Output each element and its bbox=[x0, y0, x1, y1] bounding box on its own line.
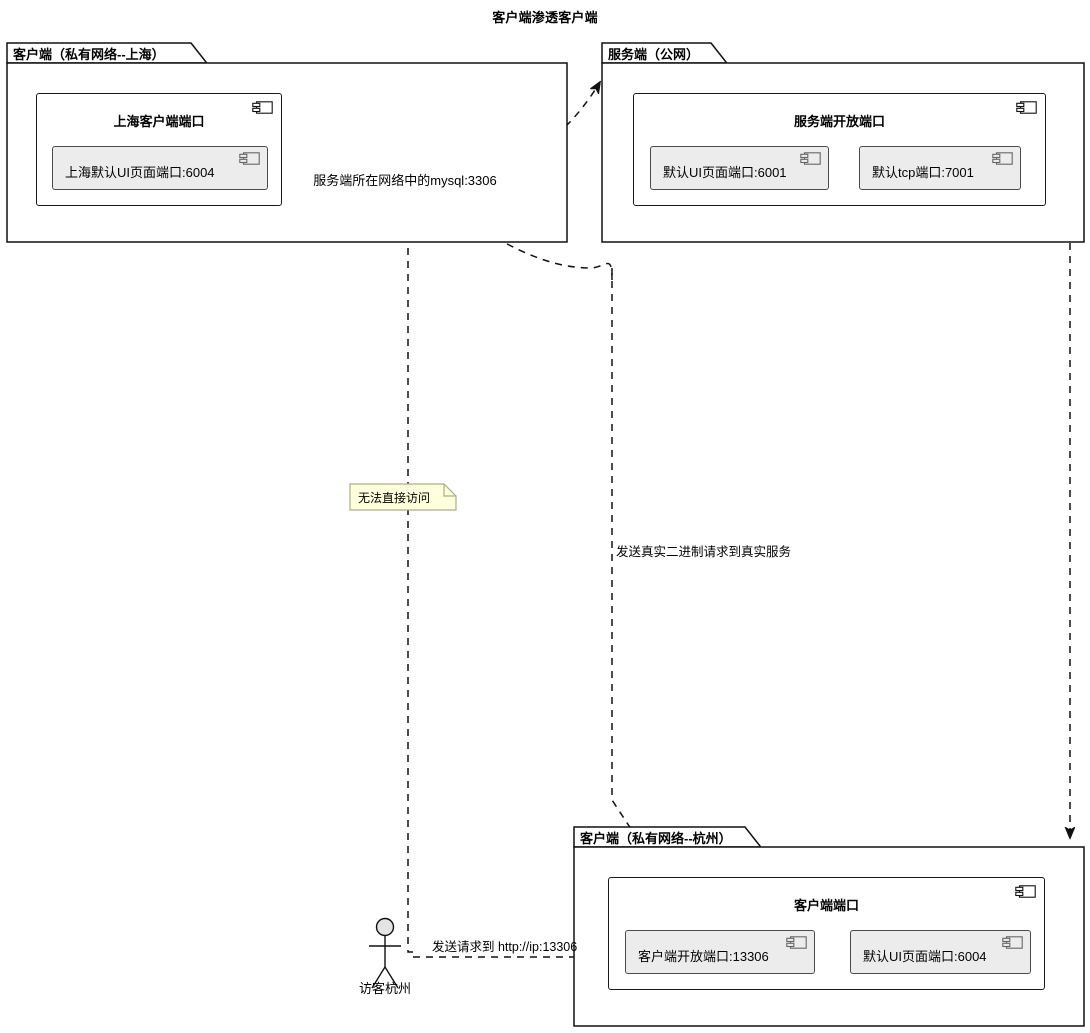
database-label: 服务端所在网络中的mysql:3306 bbox=[313, 173, 497, 188]
port-label: 客户端开放端口:13306 bbox=[638, 949, 769, 964]
package-label-client-shanghai: 客户端（私有网络--上海） bbox=[13, 47, 165, 62]
component-title-server: 服务端开放端口 bbox=[793, 114, 885, 129]
package-client-hangzhou[interactable]: 客户端（私有网络--杭州） 客户端端口 客户端开放端口:13306 bbox=[573, 826, 1085, 1027]
port-label: 默认tcp端口:7001 bbox=[872, 165, 974, 180]
edge-label-binary-request: 发送真实二进制请求到真实服务 bbox=[616, 545, 792, 559]
component-icon bbox=[1015, 885, 1036, 898]
port-label: 默认UI页面端口:6004 bbox=[863, 949, 987, 964]
component-icon bbox=[1016, 101, 1037, 114]
package-client-shanghai[interactable]: 客户端（私有网络--上海） 上海客户端端口 上海默认UI页面端口:6004 bbox=[6, 42, 568, 243]
component-title-shanghai: 上海客户端端口 bbox=[113, 114, 205, 129]
component-icon bbox=[252, 101, 273, 114]
port-hangzhou-open-13306[interactable]: 客户端开放端口:13306 bbox=[625, 930, 815, 974]
component-icon bbox=[786, 936, 807, 949]
actor-label: 访客杭州 bbox=[358, 981, 411, 996]
component-icon bbox=[800, 152, 821, 165]
port-hangzhou-ui-6004[interactable]: 默认UI页面端口:6004 bbox=[850, 930, 1031, 974]
component-title-hangzhou: 客户端端口 bbox=[793, 898, 859, 913]
port-shanghai-ui-6004[interactable]: 上海默认UI页面端口:6004 bbox=[52, 146, 268, 190]
component-server-ports[interactable]: 服务端开放端口 默认UI页面端口:6001 bbox=[633, 93, 1046, 206]
component-icon bbox=[1002, 936, 1023, 949]
port-label: 上海默认UI页面端口:6004 bbox=[65, 165, 215, 180]
component-icon bbox=[992, 152, 1013, 165]
port-label: 默认UI页面端口:6001 bbox=[663, 165, 787, 180]
port-server-ui-6001[interactable]: 默认UI页面端口:6001 bbox=[650, 146, 829, 190]
package-label-server-public: 服务端（公网） bbox=[608, 47, 700, 62]
edge-label-visitor-request: 发送请求到 http://ip:13306 bbox=[432, 940, 578, 954]
diagram-title: 客户端渗透客户端 bbox=[492, 10, 598, 25]
edge-db-to-visitor bbox=[407, 196, 413, 953]
component-shanghai-ports[interactable]: 上海客户端端口 上海默认UI页面端口:6004 bbox=[36, 93, 282, 206]
note-label: 无法直接访问 bbox=[358, 491, 431, 505]
component-hangzhou-ports[interactable]: 客户端端口 客户端开放端口:13306 bbox=[608, 877, 1045, 990]
port-server-tcp-7001[interactable]: 默认tcp端口:7001 bbox=[859, 146, 1021, 190]
component-icon bbox=[239, 152, 260, 165]
package-label-client-hangzhou: 客户端（私有网络--杭州） bbox=[580, 831, 732, 846]
package-server-public[interactable]: 服务端（公网） 服务端开放端口 默认UI页面端口:6001 bbox=[601, 42, 1085, 243]
